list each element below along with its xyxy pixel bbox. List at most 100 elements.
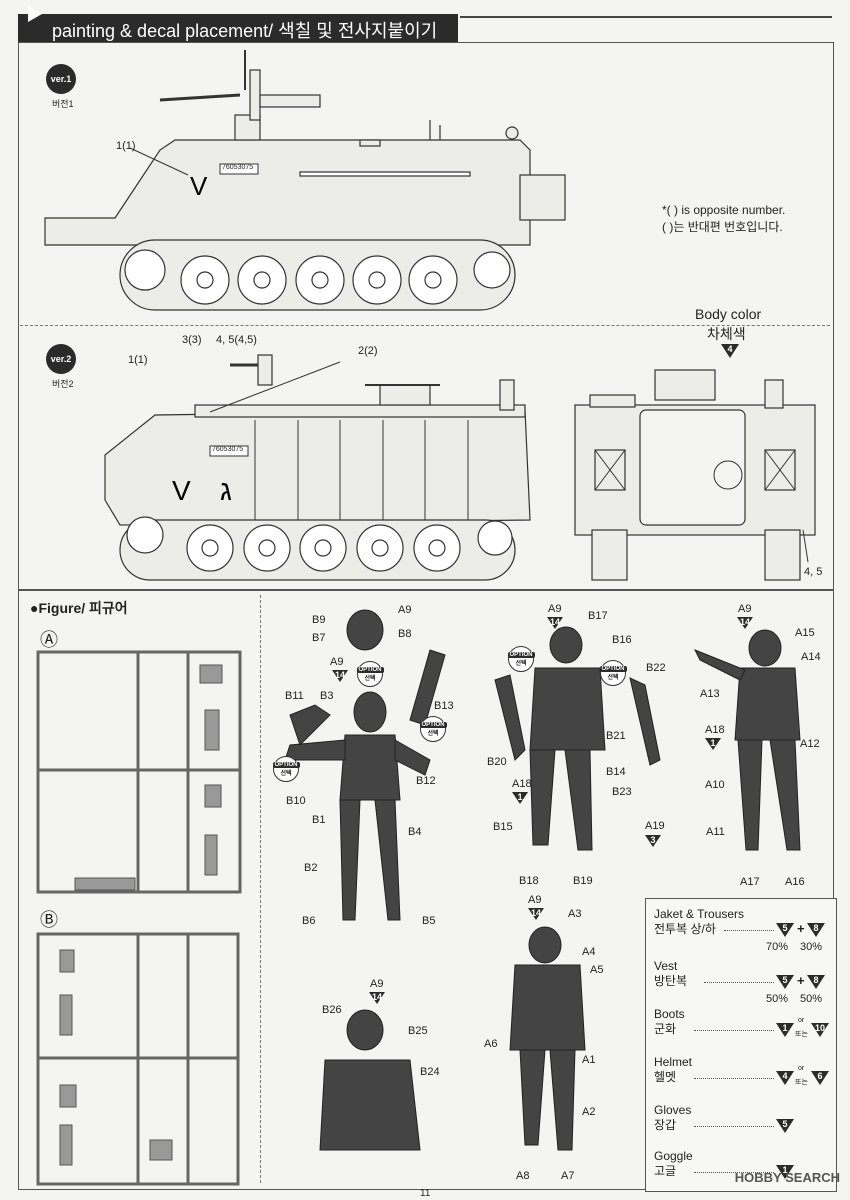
fig3-label: A18 (705, 724, 725, 736)
vehicle-divider (20, 325, 830, 326)
fig2-label: A9 (548, 603, 562, 615)
ver1-vehicle-drawing: V (44, 50, 566, 311)
rear-view-drawing (574, 369, 816, 581)
fig3-label: A17 (740, 876, 760, 888)
fig1-label: B9 (312, 614, 326, 626)
legend-name: Vest (654, 959, 678, 973)
fig2-label: B22 (646, 662, 666, 674)
vehicle-panel (18, 42, 834, 590)
fig1-label: B7 (312, 632, 326, 644)
ver2-sub: 버전2 (52, 379, 74, 389)
fig2-label: B18 (519, 875, 539, 887)
legend-row: Boots 군화 1 or 또는 10 (654, 1007, 830, 1051)
rear-callout: 4, 5 (804, 566, 823, 578)
body-color-korean: 차체색 (707, 326, 746, 342)
opposite-note-ko: ( )는 반대편 번호입니다. (662, 220, 783, 234)
fig4-label: A9 (528, 894, 542, 906)
legend-ko: 전투복 상/하 (654, 922, 716, 936)
fig2-label: A19 (645, 820, 665, 832)
ver2-callout-3: 3(3) (182, 334, 202, 346)
svg-text:V: V (190, 171, 208, 201)
legend-name: Helmet (654, 1055, 693, 1069)
fig2-label: B17 (588, 610, 608, 622)
fig2-label: B21 (606, 730, 626, 742)
fig4-label: A8 (516, 1170, 530, 1182)
legend-name: Jaket & Trousers (654, 907, 745, 921)
fig5-label: B26 (322, 1004, 342, 1016)
fig1-label: B13 (434, 700, 454, 712)
color-legend: Jaket & Trousers 전투복 상/하 5 + 8 70% 30% V… (645, 898, 837, 1192)
fig5-label: B25 (408, 1025, 428, 1037)
body-color-num: 4 (727, 344, 733, 354)
ver2-callout-45: 4, 5(4,5) (216, 334, 257, 346)
header-bar (18, 14, 458, 42)
fig4-label: A2 (582, 1106, 596, 1118)
fig3-label: A9 (738, 603, 752, 615)
fig3-label: A11 (706, 826, 725, 838)
fig1-label: B4 (408, 826, 422, 838)
body-color-title: Body color (695, 306, 762, 322)
legend-name: Goggle (654, 1149, 693, 1163)
watermark: HOBBY SEARCH (734, 1170, 840, 1185)
ver1-plate: 76053075 (222, 164, 254, 171)
fig1-label: B2 (304, 862, 318, 874)
fig1-label: A9 (330, 656, 344, 668)
fig2-label: B15 (493, 821, 513, 833)
fig3-label: A15 (795, 627, 815, 639)
ver2-callout-2: 2(2) (358, 345, 378, 357)
fig4-label: A3 (568, 908, 582, 920)
ver2-plate: 76053075 (212, 446, 244, 453)
sprue-b-label: Ⓑ (40, 910, 58, 930)
legend-row: Vest 방탄복 5 + 8 50% 50% (654, 959, 830, 1007)
sprue-a-drawing (36, 650, 242, 1186)
legend-ko: 고글 (654, 1164, 677, 1178)
ver1-callout: 1(1) (116, 140, 136, 152)
legend-ko: 방탄복 (654, 974, 688, 988)
legend-ko: 헬멧 (654, 1070, 677, 1084)
figure-title: ●Figure/ 피규어 (30, 600, 128, 616)
header-arrow-icon (28, 6, 42, 22)
figure-divider (260, 595, 261, 1183)
fig4-label: A6 (484, 1038, 498, 1050)
legend-name: Boots (654, 1007, 685, 1021)
fig3-label: A13 (700, 688, 720, 700)
fig2-label: B14 (606, 766, 626, 778)
fig5-label: B24 (420, 1066, 440, 1078)
opposite-note-en: *( ) is opposite number. (662, 203, 786, 217)
legend-row: Jaket & Trousers 전투복 상/하 5 + 8 70% 30% (654, 907, 830, 955)
legend-name: Gloves (654, 1103, 692, 1117)
legend-ko: 군화 (654, 1022, 677, 1036)
ver2-callout-1: 1(1) (128, 354, 148, 366)
fig4-label: A4 (582, 946, 596, 958)
fig3-label: A14 (801, 651, 821, 663)
svg-text:V: V (172, 475, 191, 506)
fig2-label: B19 (573, 875, 593, 887)
fig4-label: A5 (590, 964, 604, 976)
fig1-label: B6 (302, 915, 316, 927)
fig2-label: B16 (612, 634, 632, 646)
fig1-label: B12 (416, 775, 436, 787)
page-number: 11 (420, 1188, 431, 1199)
fig2-label: A18 (512, 778, 532, 790)
ver2-badge: ver.2 (46, 344, 76, 374)
figure-panel (18, 590, 834, 1190)
fig4-label: A7 (561, 1170, 575, 1182)
fig1-label: A9 (398, 604, 412, 616)
fig1-label: B1 (312, 814, 326, 826)
legend-row: Goggle 고글 1 (654, 1149, 830, 1189)
fig1-label: B10 (286, 795, 306, 807)
ver1-badge: ver.1 (46, 64, 76, 94)
fig3-label: A16 (785, 876, 805, 888)
fig1-label: B8 (398, 628, 412, 640)
header-rule (460, 16, 832, 18)
fig4-label: A1 (582, 1054, 596, 1066)
fig1-label: B3 (320, 690, 334, 702)
fig3-label: A10 (705, 779, 725, 791)
svg-text:ג: ג (220, 475, 232, 506)
